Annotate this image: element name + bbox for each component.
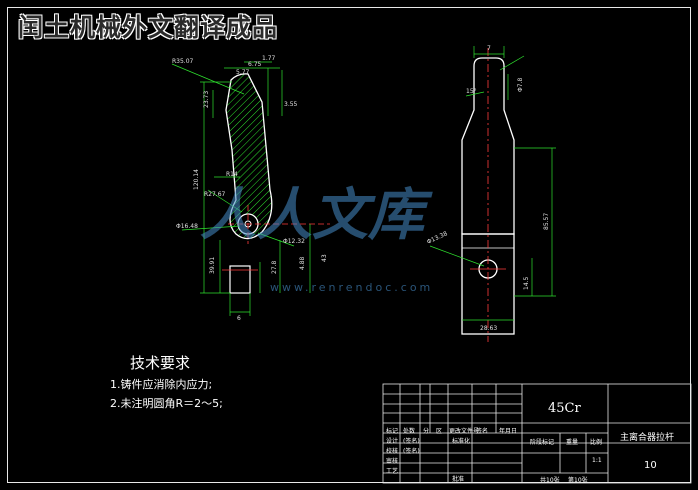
tb-header-div: 分 xyxy=(423,428,430,435)
tb-header-file: 更改文件号 xyxy=(449,428,480,435)
tb-sheets: 共10张 xyxy=(540,477,560,484)
dim-r27: R27.67 xyxy=(204,191,226,198)
watermark-url: www.renrendoc.com xyxy=(270,281,434,294)
dim-phi7-8: Φ7.8 xyxy=(517,78,524,92)
dim-15deg: 15° xyxy=(466,88,477,95)
tb-role-check: 校核 xyxy=(386,448,399,455)
tb-material: 45Cr xyxy=(548,401,581,416)
tb-role-process: 工艺 xyxy=(386,468,399,475)
requirements-title: 技术要求 xyxy=(130,354,191,372)
dim-4-88: 4.88 xyxy=(299,256,306,270)
requirement-item: 1.铸件应消除内应力; xyxy=(110,378,213,391)
dim-120-14: 120.14 xyxy=(193,169,200,190)
dim-85-57: 85.57 xyxy=(543,213,550,230)
dim-6: 6 xyxy=(237,315,241,322)
dim-7: 7 xyxy=(487,45,491,52)
tb-header-date: 年月日 xyxy=(499,428,518,435)
dim-23-73: 23.73 xyxy=(203,91,210,108)
banner-title: 闰土机械外文翻译成品 xyxy=(18,13,279,42)
dim-phi12: Φ12.32 xyxy=(283,238,305,245)
dim-6-75: 6.75 xyxy=(248,61,262,68)
drawing-border xyxy=(7,7,691,483)
tb-col-stage: 阶段标记 xyxy=(530,439,555,446)
tb-header-count: 处数 xyxy=(403,428,416,435)
tb-role-design: 设计 xyxy=(386,438,399,445)
watermark-text: 人人文库 xyxy=(200,183,424,248)
tb-part-name: 主离合器拉杆 xyxy=(620,433,675,443)
tb-header-sign: 签名 xyxy=(476,428,489,435)
tb-role-review: 审核 xyxy=(386,458,399,465)
front-view: 7 Φ7.8 15° 85.57 Φ13.38 14.5 28.63 xyxy=(426,45,556,342)
tb-approve: 批准 xyxy=(452,476,465,483)
dim-3-55: 3.55 xyxy=(284,101,298,108)
tb-col-scale: 比例 xyxy=(590,439,603,446)
tb-standardization: 标准化 xyxy=(452,438,471,445)
tb-sign-1: (签名) xyxy=(403,438,420,445)
dim-r14: R14 xyxy=(226,171,238,178)
tb-sheet-no: 第10张 xyxy=(568,477,588,484)
dim-39-91: 39.91 xyxy=(209,257,216,274)
dim-43: 43 xyxy=(321,254,328,262)
tb-drawing-number: 10 xyxy=(644,460,657,471)
dim-phi16: Φ16.48 xyxy=(176,223,198,230)
tb-col-weight: 重量 xyxy=(566,439,579,446)
tb-scale-value: 1:1 xyxy=(592,457,602,464)
tb-header-mark: 标记 xyxy=(386,428,399,435)
requirement-item: 2.未注明圆角R＝2～5; xyxy=(110,397,223,410)
dim-28-63: 28.63 xyxy=(480,325,497,332)
dim-5-77: 5.77 xyxy=(236,69,250,76)
title-block-grid xyxy=(382,383,692,484)
tb-header-zone: 区 xyxy=(436,428,443,435)
dim-14-5: 14.5 xyxy=(523,276,530,290)
dim-27-8: 27.8 xyxy=(271,260,278,274)
dim-1-77: 1.77 xyxy=(262,55,276,62)
side-view: R35.07 6.75 5.77 1.77 3.55 23.73 120.14 … xyxy=(171,55,330,322)
dim-r35: R35.07 xyxy=(172,58,194,65)
dim-phi13: Φ13.38 xyxy=(426,230,449,246)
tb-sign-2: (签名) xyxy=(403,448,420,455)
